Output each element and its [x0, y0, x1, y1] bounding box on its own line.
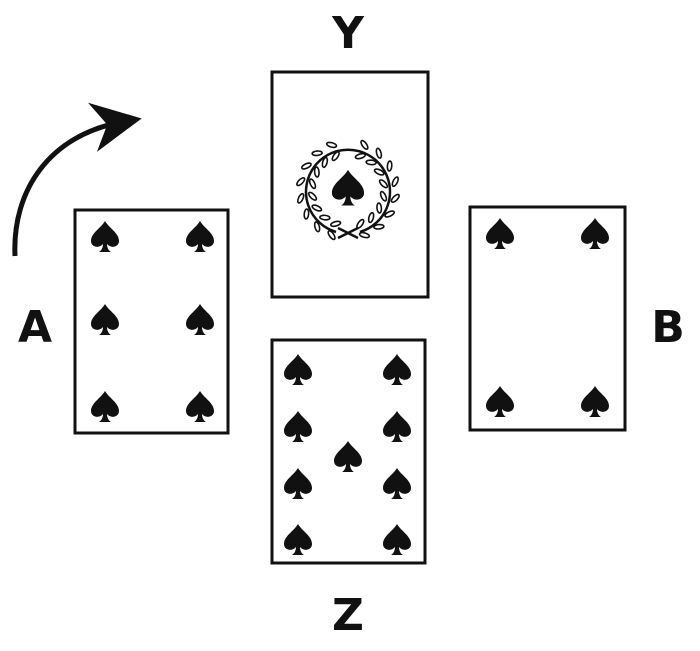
- wreath-leaf: [373, 223, 385, 230]
- wreath-leaf: [325, 141, 338, 149]
- label-a: A: [18, 302, 52, 353]
- wreath-leaf: [311, 150, 323, 157]
- wreath-leaf: [327, 230, 336, 241]
- rotation-arrow-icon: [12, 102, 142, 257]
- label-b: B: [651, 302, 685, 353]
- wreath-leaf: [373, 168, 385, 176]
- wreath-leaf: [321, 156, 329, 169]
- wreath-leaf: [354, 152, 366, 160]
- wreath-leaf: [296, 177, 306, 187]
- wreath-leaf: [391, 176, 399, 188]
- wreath-leaf: [313, 221, 321, 233]
- wreath-leaf: [330, 220, 342, 228]
- wreath-leaf: [378, 179, 389, 189]
- label-z: Z: [332, 590, 364, 641]
- wreath-leaf: [331, 151, 340, 162]
- wreath-leaf: [376, 202, 383, 214]
- label-y: Y: [331, 8, 365, 59]
- wreath-leaf: [360, 139, 369, 150]
- wreath-leaf: [303, 208, 310, 220]
- laurel-wreath-icon: [296, 139, 400, 241]
- wreath-leaf: [297, 192, 305, 204]
- wreath-leaf: [308, 178, 317, 190]
- wreath-leaf: [367, 211, 375, 224]
- wreath-leaf: [307, 191, 318, 201]
- wreath-leaf: [384, 210, 395, 218]
- wreath-leaf: [319, 214, 331, 221]
- wreath-leaf: [375, 147, 383, 159]
- wreath-leaf: [379, 190, 388, 202]
- wreath-leaf: [358, 231, 371, 239]
- wreath-leaf: [386, 160, 393, 172]
- wreath-leaf: [365, 159, 377, 166]
- wreath-leaf: [390, 193, 400, 203]
- wreath-branch: [304, 148, 392, 234]
- wreath-leaf: [311, 204, 323, 212]
- wreath-leaf: [301, 162, 312, 170]
- wreath-leaf: [313, 166, 320, 178]
- wreath-bow: [337, 226, 359, 240]
